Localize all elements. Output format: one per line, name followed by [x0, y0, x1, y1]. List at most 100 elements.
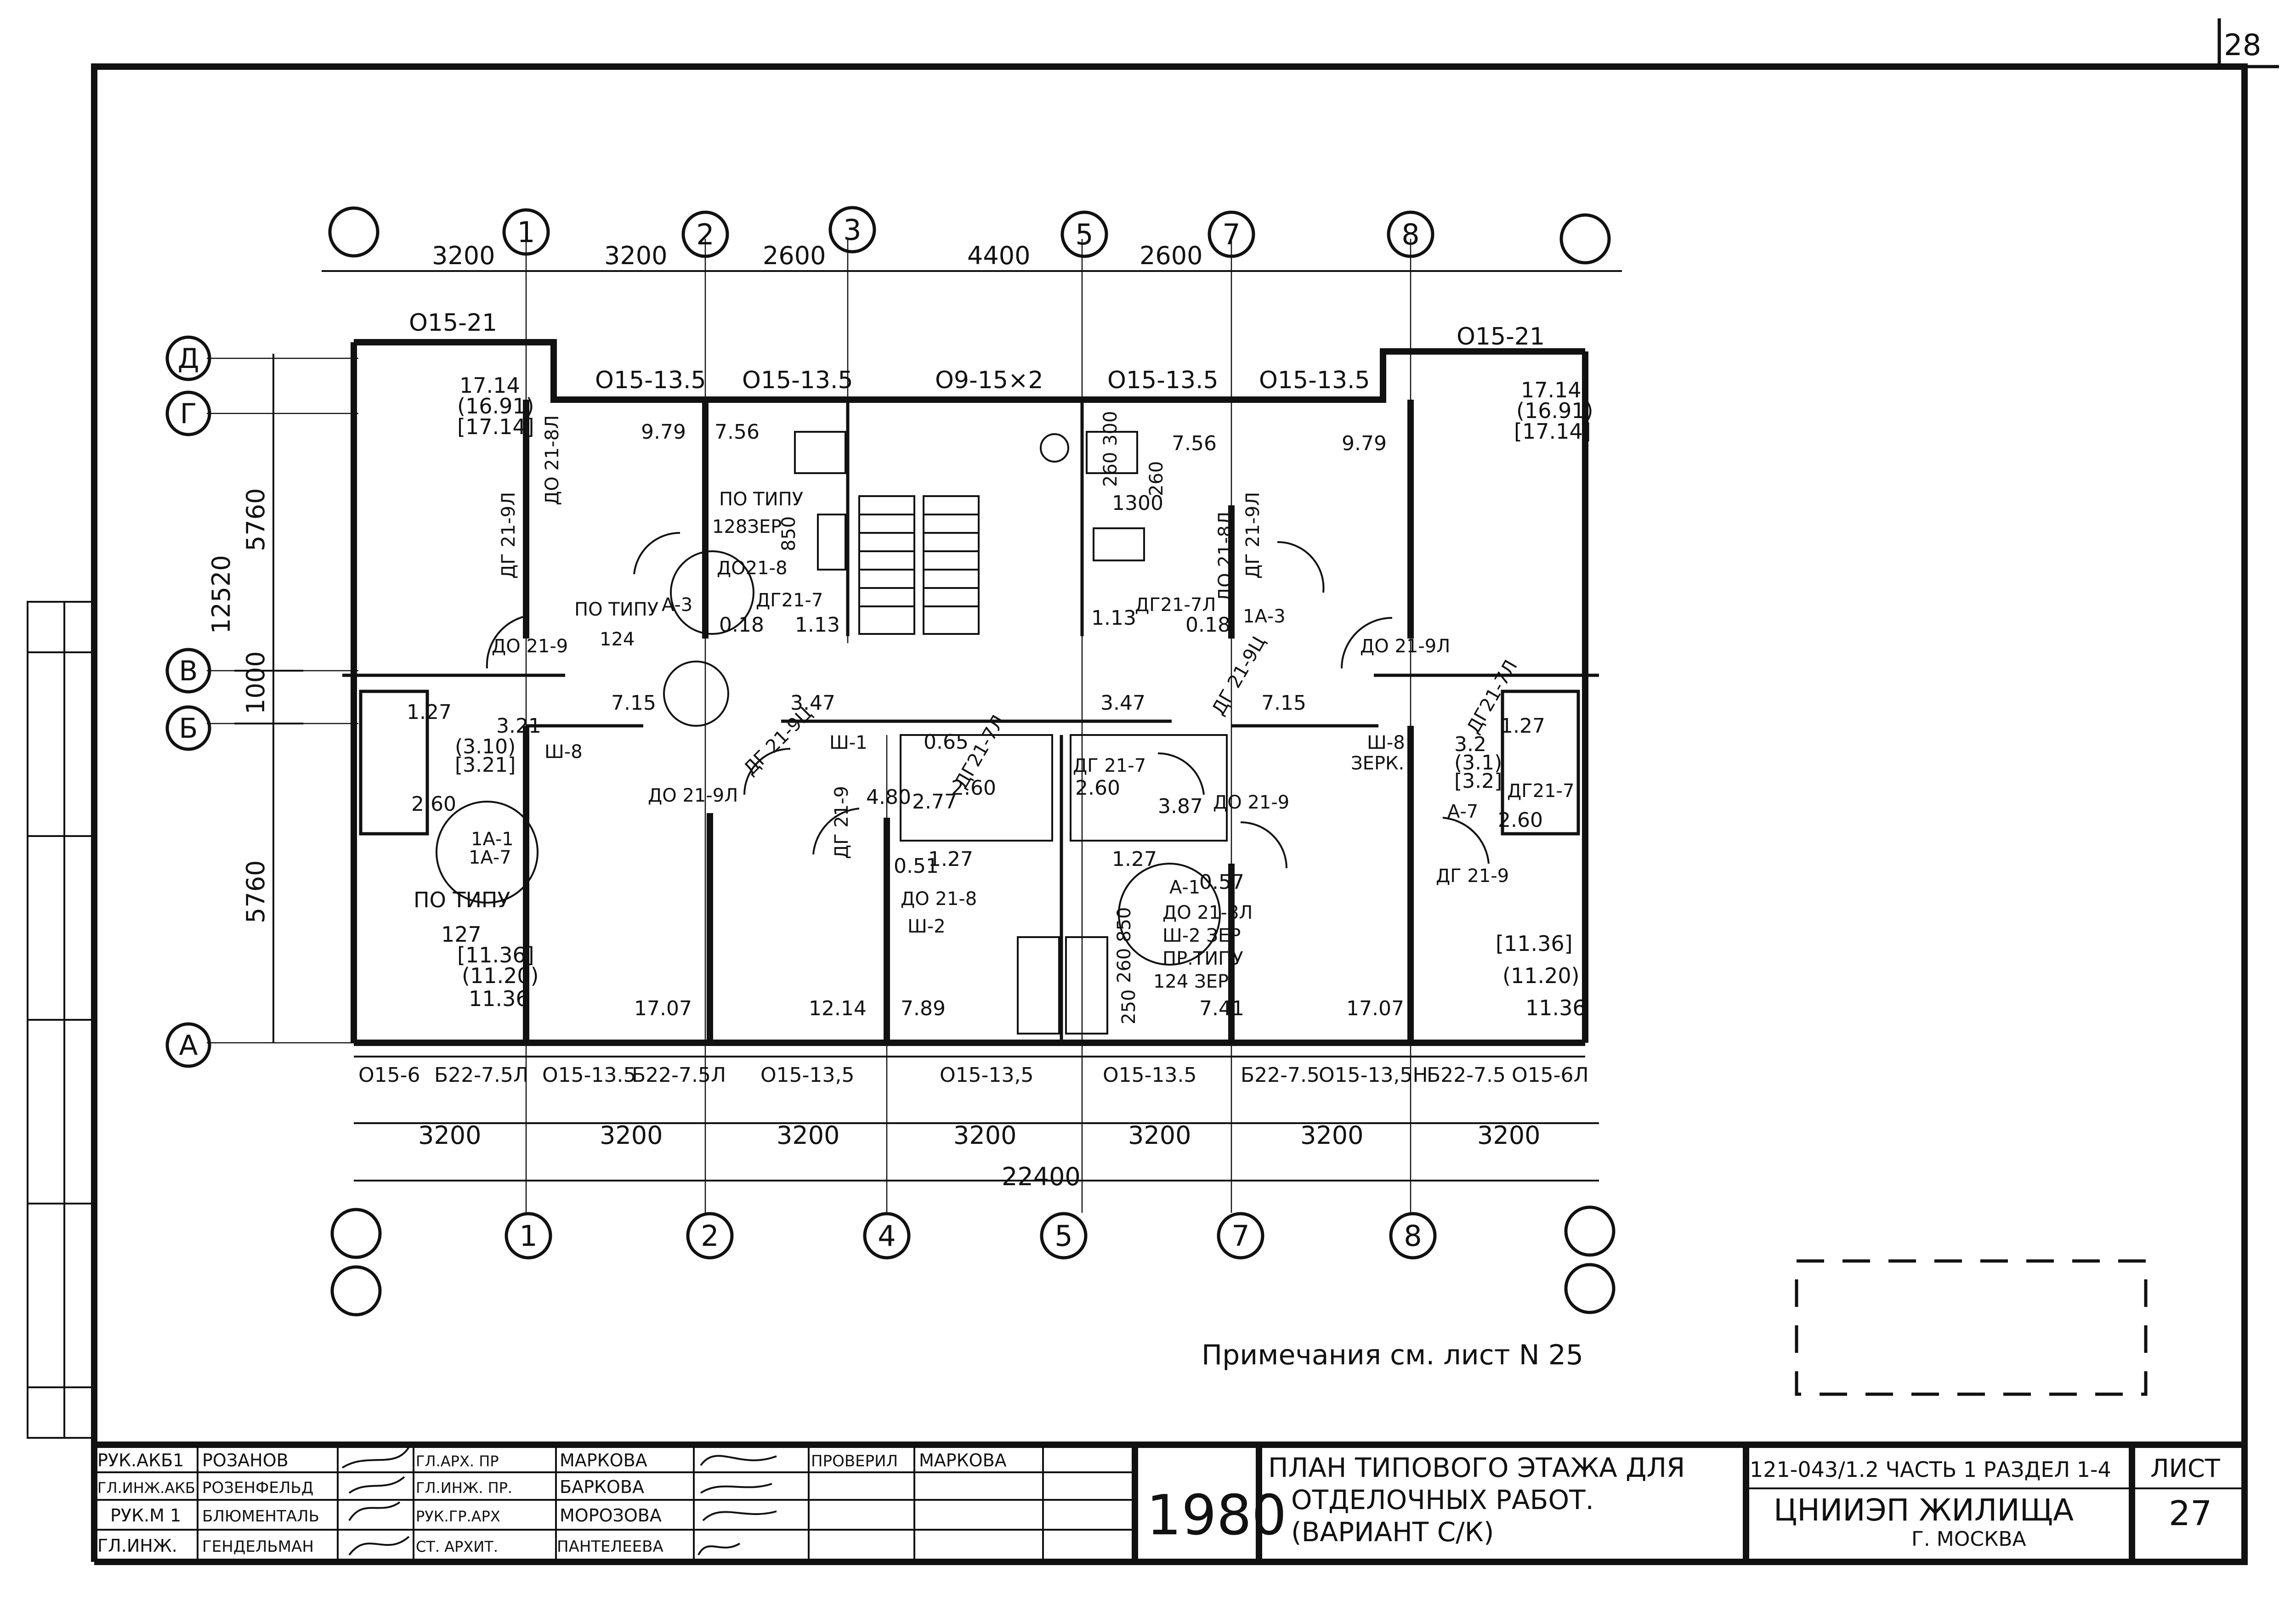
axis-bubble-label: 7: [1231, 1219, 1249, 1253]
door-mark: ДГ 21-9Ц: [1208, 633, 1270, 719]
room-value: 2.60: [1075, 776, 1120, 800]
dimension-lines: [234, 270, 1622, 1182]
room-area: (16.91): [1516, 398, 1593, 423]
room-value: 7.15: [611, 691, 656, 715]
room-note: Ш-2: [907, 916, 946, 937]
room-value: 12.14: [809, 997, 867, 1020]
stamp-role: РУК.ГР.АРХ: [416, 1508, 500, 1525]
room-value: 0.18: [1185, 613, 1230, 637]
room-value: 17.07: [1346, 997, 1404, 1020]
door-mark: ДГ21-7: [756, 590, 823, 611]
window-mark: Б22-7.5: [1241, 1063, 1320, 1087]
axis-markers-left: Д Г В Б А: [165, 335, 211, 1068]
window-mark: О15-13.5: [1103, 1063, 1196, 1087]
room-value: 1.27: [1112, 848, 1157, 871]
room-value: 3.87: [1158, 795, 1203, 818]
window-labels-top: О15-21 О15-13.5 О15-13.5 О9-15×2 О15-13.…: [409, 309, 1545, 394]
room-note: А-7: [1447, 801, 1478, 822]
door-mark: ДО 21-9: [1213, 792, 1289, 813]
room-note: 850: [778, 516, 799, 551]
stamp-name: МАРКОВА: [919, 1450, 1007, 1470]
window-mark: О15-6Л: [1512, 1063, 1589, 1087]
door-mark: ДГ 21-9Л: [498, 492, 519, 579]
stamp-role: ГЛ.ИНЖ.АКБ: [97, 1479, 195, 1497]
door-mark: ДГ21-7Л: [1135, 594, 1216, 616]
stamp-name: БАРКОВА: [560, 1477, 644, 1497]
room-note: 128ЗЕР: [712, 516, 782, 537]
room-value: [3.21]: [455, 753, 516, 777]
room-value: 7.56: [1172, 432, 1217, 455]
window-mark: О15-6: [358, 1063, 420, 1087]
sheet-number: 28: [2224, 28, 2261, 62]
window-mark: О15-13,5: [940, 1063, 1033, 1087]
stamp-title-line: ОТДЕЛОЧНЫХ РАБОТ.: [1291, 1484, 1594, 1515]
stamp-name: МОРОЗОВА: [560, 1505, 662, 1526]
door-mark: ДО 21-9Л: [648, 785, 738, 806]
stamp-role: ГЛ.АРХ. ПР: [416, 1453, 499, 1470]
room-value: [3.2]: [1454, 769, 1502, 793]
room-value: 9.79: [1342, 432, 1387, 455]
axis-bubble-label: 2: [696, 218, 714, 251]
dashed-placeholder-box: [1795, 1259, 2148, 1396]
stamp-sheet-value: 27: [2169, 1494, 2212, 1533]
door-mark: ДГ21-7: [1507, 780, 1574, 802]
room-value: 3.47: [790, 691, 835, 715]
room-area: [11.36]: [457, 943, 534, 967]
door-mark: ДГ 21-9: [831, 786, 852, 859]
axis-bubble-label: 2: [701, 1219, 719, 1253]
room-value: 7.15: [1261, 691, 1306, 715]
stamp-role: ГЛ.ИНЖ.: [97, 1536, 177, 1556]
room-value: 2.60: [951, 776, 996, 800]
room-note: 1А-7: [469, 847, 511, 868]
axis-bubble-label: В: [179, 655, 198, 687]
axis-bubble-label: 8: [1401, 218, 1419, 251]
axis-bubble-label: 3: [843, 213, 861, 247]
room-value: 2.60: [1498, 808, 1543, 832]
dim-left-upper: 5760: [241, 488, 270, 551]
dim-top: 3200: [432, 241, 495, 270]
room-value: 7.41: [1199, 997, 1244, 1020]
stamp-doc-code: 121-043/1.2 ЧАСТЬ 1 РАЗДЕЛ 1-4: [1750, 1457, 2111, 1482]
room-value: 4.80: [866, 786, 911, 809]
room-value: 1.27: [928, 848, 973, 871]
stamp-role: ПРОВЕРИЛ: [811, 1452, 898, 1470]
room-area: (16.91): [457, 394, 534, 418]
room-note: 260: [1146, 461, 1167, 496]
room-area: 127: [441, 922, 482, 947]
room-values: 9.79 7.56 7.56 9.79 1.13 0.18 1.13 0.18 …: [407, 420, 1545, 1020]
stamp-role: РУК.М 1: [110, 1505, 181, 1526]
axis-bubble-label: А: [179, 1029, 198, 1062]
window-mark: Б22-7.5: [1427, 1063, 1506, 1087]
stamp-title-line: ПЛАН ТИПОВОГО ЭТАЖА ДЛЯ: [1268, 1452, 1685, 1483]
window-labels-bottom: О15-6 Б22-7.5Л О15-13.5 Б22-7.5Л О15-13,…: [358, 1063, 1589, 1087]
dim-bottom: 3200: [777, 1121, 839, 1150]
window-mark: О15-13.5: [542, 1063, 636, 1087]
stamp-title-line: (ВАРИАНТ С/К): [1291, 1516, 1494, 1548]
room-value: 3.47: [1100, 691, 1145, 715]
window-mark: Б22-7.5Л: [632, 1063, 726, 1087]
window-mark: О15-21: [409, 309, 497, 337]
dim-left-total: 12520: [207, 555, 236, 634]
staircase: [858, 433, 1069, 635]
stamp-role: СТ. АРХИТ.: [416, 1538, 498, 1555]
axis-bubble-label: Г: [180, 398, 197, 430]
room-note: 124 ЗЕР.: [1153, 971, 1235, 992]
door-mark: ДГ 21-9Л: [1242, 492, 1264, 579]
room-note: 260 300: [1100, 411, 1121, 487]
title-block: [94, 1442, 2245, 1562]
room-labels: 17.14 (16.91) [17.14] 17.14 (16.91) [17.…: [414, 373, 1593, 1020]
room-area: ПО ТИПУ: [414, 888, 510, 912]
dim-left-middle: 1000: [241, 651, 270, 714]
room-note: 260 850: [1114, 907, 1135, 983]
stamp-name: РОЗЕНФЕЛЬД: [202, 1479, 313, 1497]
room-value: 7.56: [714, 420, 760, 444]
door-mark: ДО 21-8Л: [1215, 512, 1236, 602]
room-note: Ш-8: [1367, 732, 1405, 753]
stamp-city: Г. МОСКВА: [1911, 1527, 2026, 1551]
room-note: А-3: [662, 594, 692, 616]
axis-bubble-label: 7: [1222, 218, 1240, 251]
room-area: (11.20): [1502, 963, 1580, 988]
door-mark: ДО 21-8: [901, 888, 977, 910]
door-mark: ДО 21-8Л: [542, 415, 563, 505]
room-value: 9.79: [641, 420, 686, 444]
